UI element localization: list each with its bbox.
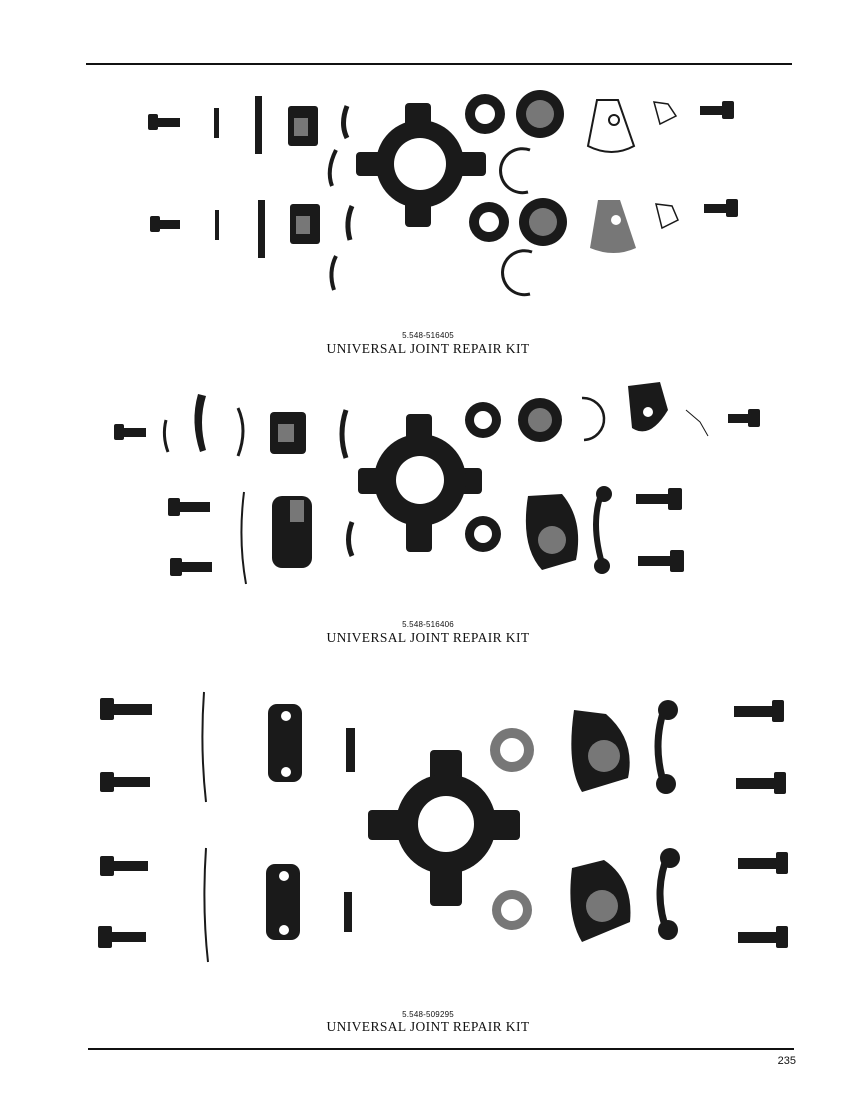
bearing-cup-icon: [525, 494, 579, 570]
lock-plate-icon: [628, 382, 709, 437]
cross-spider-icon: [356, 103, 486, 227]
snap-ring-icon: [581, 396, 606, 442]
part-number: 5.548-516406: [402, 620, 454, 629]
page-number: 235: [777, 1055, 796, 1067]
header-rule: [86, 63, 792, 65]
seal-ring-icon: [162, 394, 245, 457]
seal-ring-icon: [240, 491, 247, 585]
bolt-icon: [734, 700, 788, 948]
footer-rule: [88, 1048, 794, 1050]
bearing-cup-icon: [288, 106, 320, 244]
cross-spider-icon: [368, 750, 520, 906]
washer-icon: [465, 402, 501, 552]
bearing-cup-icon: [570, 710, 631, 942]
bolt-icon: [114, 424, 146, 440]
lock-plate-icon: [586, 99, 636, 253]
kit-516405-illustration: [148, 90, 738, 297]
bolt-icon: [150, 216, 180, 232]
snap-ring-icon: [499, 147, 533, 297]
kit-509295-illustration: [98, 691, 788, 963]
seal-ring-icon: [201, 691, 209, 963]
washer-icon: [465, 94, 509, 242]
bolt-icon: [728, 409, 760, 427]
part-number: 5.548-516405: [402, 331, 454, 340]
bolt-icon: [98, 698, 152, 948]
bearing-cup-icon: [270, 412, 306, 454]
bearing-cup-icon: [518, 398, 562, 442]
snap-ring-icon: [339, 409, 355, 558]
seal-ring-icon: [255, 96, 265, 258]
kit-516406-illustration: [114, 382, 760, 585]
bolt-icon: [168, 498, 212, 576]
snap-ring-icon: [327, 105, 355, 291]
snap-ring-icon: [344, 728, 355, 932]
plate-1: 5.548-516405 UNIVERSAL JOINT REPAIR KIT: [0, 0, 856, 360]
bearing-strap-icon: [266, 704, 302, 940]
lock-plate-icon: [593, 486, 612, 574]
seal-ring-icon: [214, 108, 219, 240]
bearing-cup-icon: [516, 90, 567, 246]
bolt-icon: [636, 488, 684, 572]
plate-2: 5.548-516406 UNIVERSAL JOINT REPAIR KIT: [0, 370, 856, 650]
plate-caption: UNIVERSAL JOINT REPAIR KIT: [326, 630, 530, 645]
washer-icon: [490, 728, 534, 930]
lock-plate-icon: [654, 700, 680, 940]
bearing-strap-icon: [272, 496, 312, 568]
cross-spider-icon: [358, 414, 482, 552]
bolt-icon: [700, 101, 738, 217]
lock-plate-icon: [652, 101, 679, 230]
plate-caption: UNIVERSAL JOINT REPAIR KIT: [326, 1019, 530, 1034]
plate-caption: UNIVERSAL JOINT REPAIR KIT: [326, 341, 530, 356]
plate-3: 5.548-509295 UNIVERSAL JOINT REPAIR KIT: [0, 680, 856, 1040]
bolt-icon: [148, 114, 180, 130]
part-number: 5.548-509295: [402, 1010, 454, 1019]
